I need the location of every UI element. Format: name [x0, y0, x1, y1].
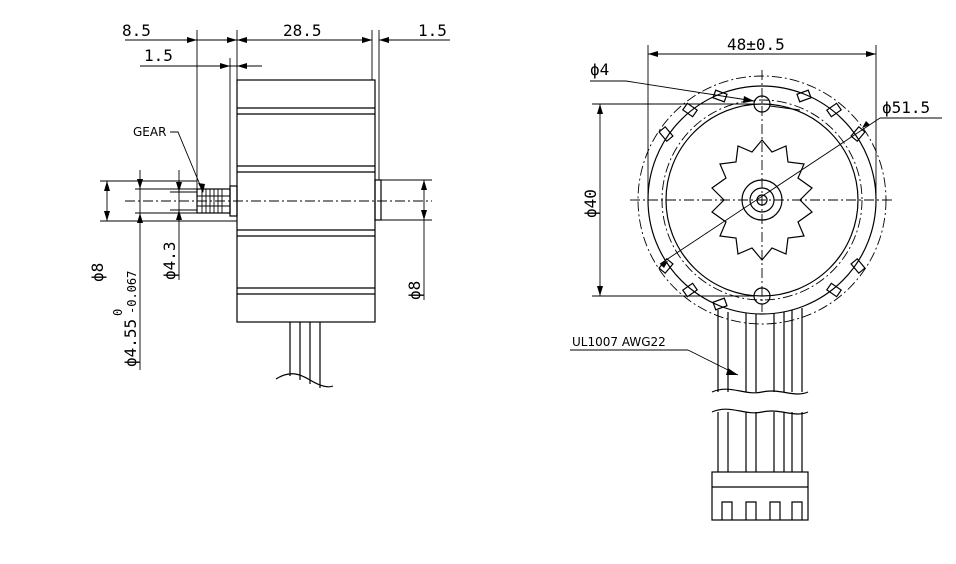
rim-notches	[658, 89, 866, 311]
dim-boss-right: ϕ8	[405, 281, 424, 300]
label-gear: GEAR	[133, 125, 166, 139]
dim-rear-boss: 1.5	[418, 21, 447, 40]
dim-gear-tol-lower: -0.067	[125, 271, 139, 314]
dim-boss-left: ϕ8	[88, 263, 107, 282]
dim-gear-tol-upper: 0	[111, 309, 125, 316]
dim-gear-length: 8.5	[122, 21, 151, 40]
dim-gear-dia: ϕ4.55	[121, 319, 140, 367]
label-wire: UL1007 AWG22	[572, 335, 666, 349]
dim-body-dia: 48±0.5	[727, 35, 785, 54]
front-view: 48±0.5 ϕ4 ϕ51.5 ϕ40	[570, 35, 942, 521]
dim-hole-spacing: ϕ40	[581, 189, 600, 218]
dim-body-length: 28.5	[283, 21, 322, 40]
rear-boss	[374, 179, 382, 221]
dim-hole-dia: ϕ4	[590, 60, 609, 79]
wire-bundle	[711, 308, 809, 472]
dim-mount-circle: ϕ51.5	[882, 98, 930, 117]
dim-flange: 1.5	[144, 46, 173, 65]
dim-gear-root: ϕ4.3	[160, 241, 179, 280]
side-view: 8.5 28.5 1.5 1.5 GEAR ϕ8 ϕ4.55 0 -0.067 …	[88, 21, 450, 388]
connector	[711, 471, 809, 521]
